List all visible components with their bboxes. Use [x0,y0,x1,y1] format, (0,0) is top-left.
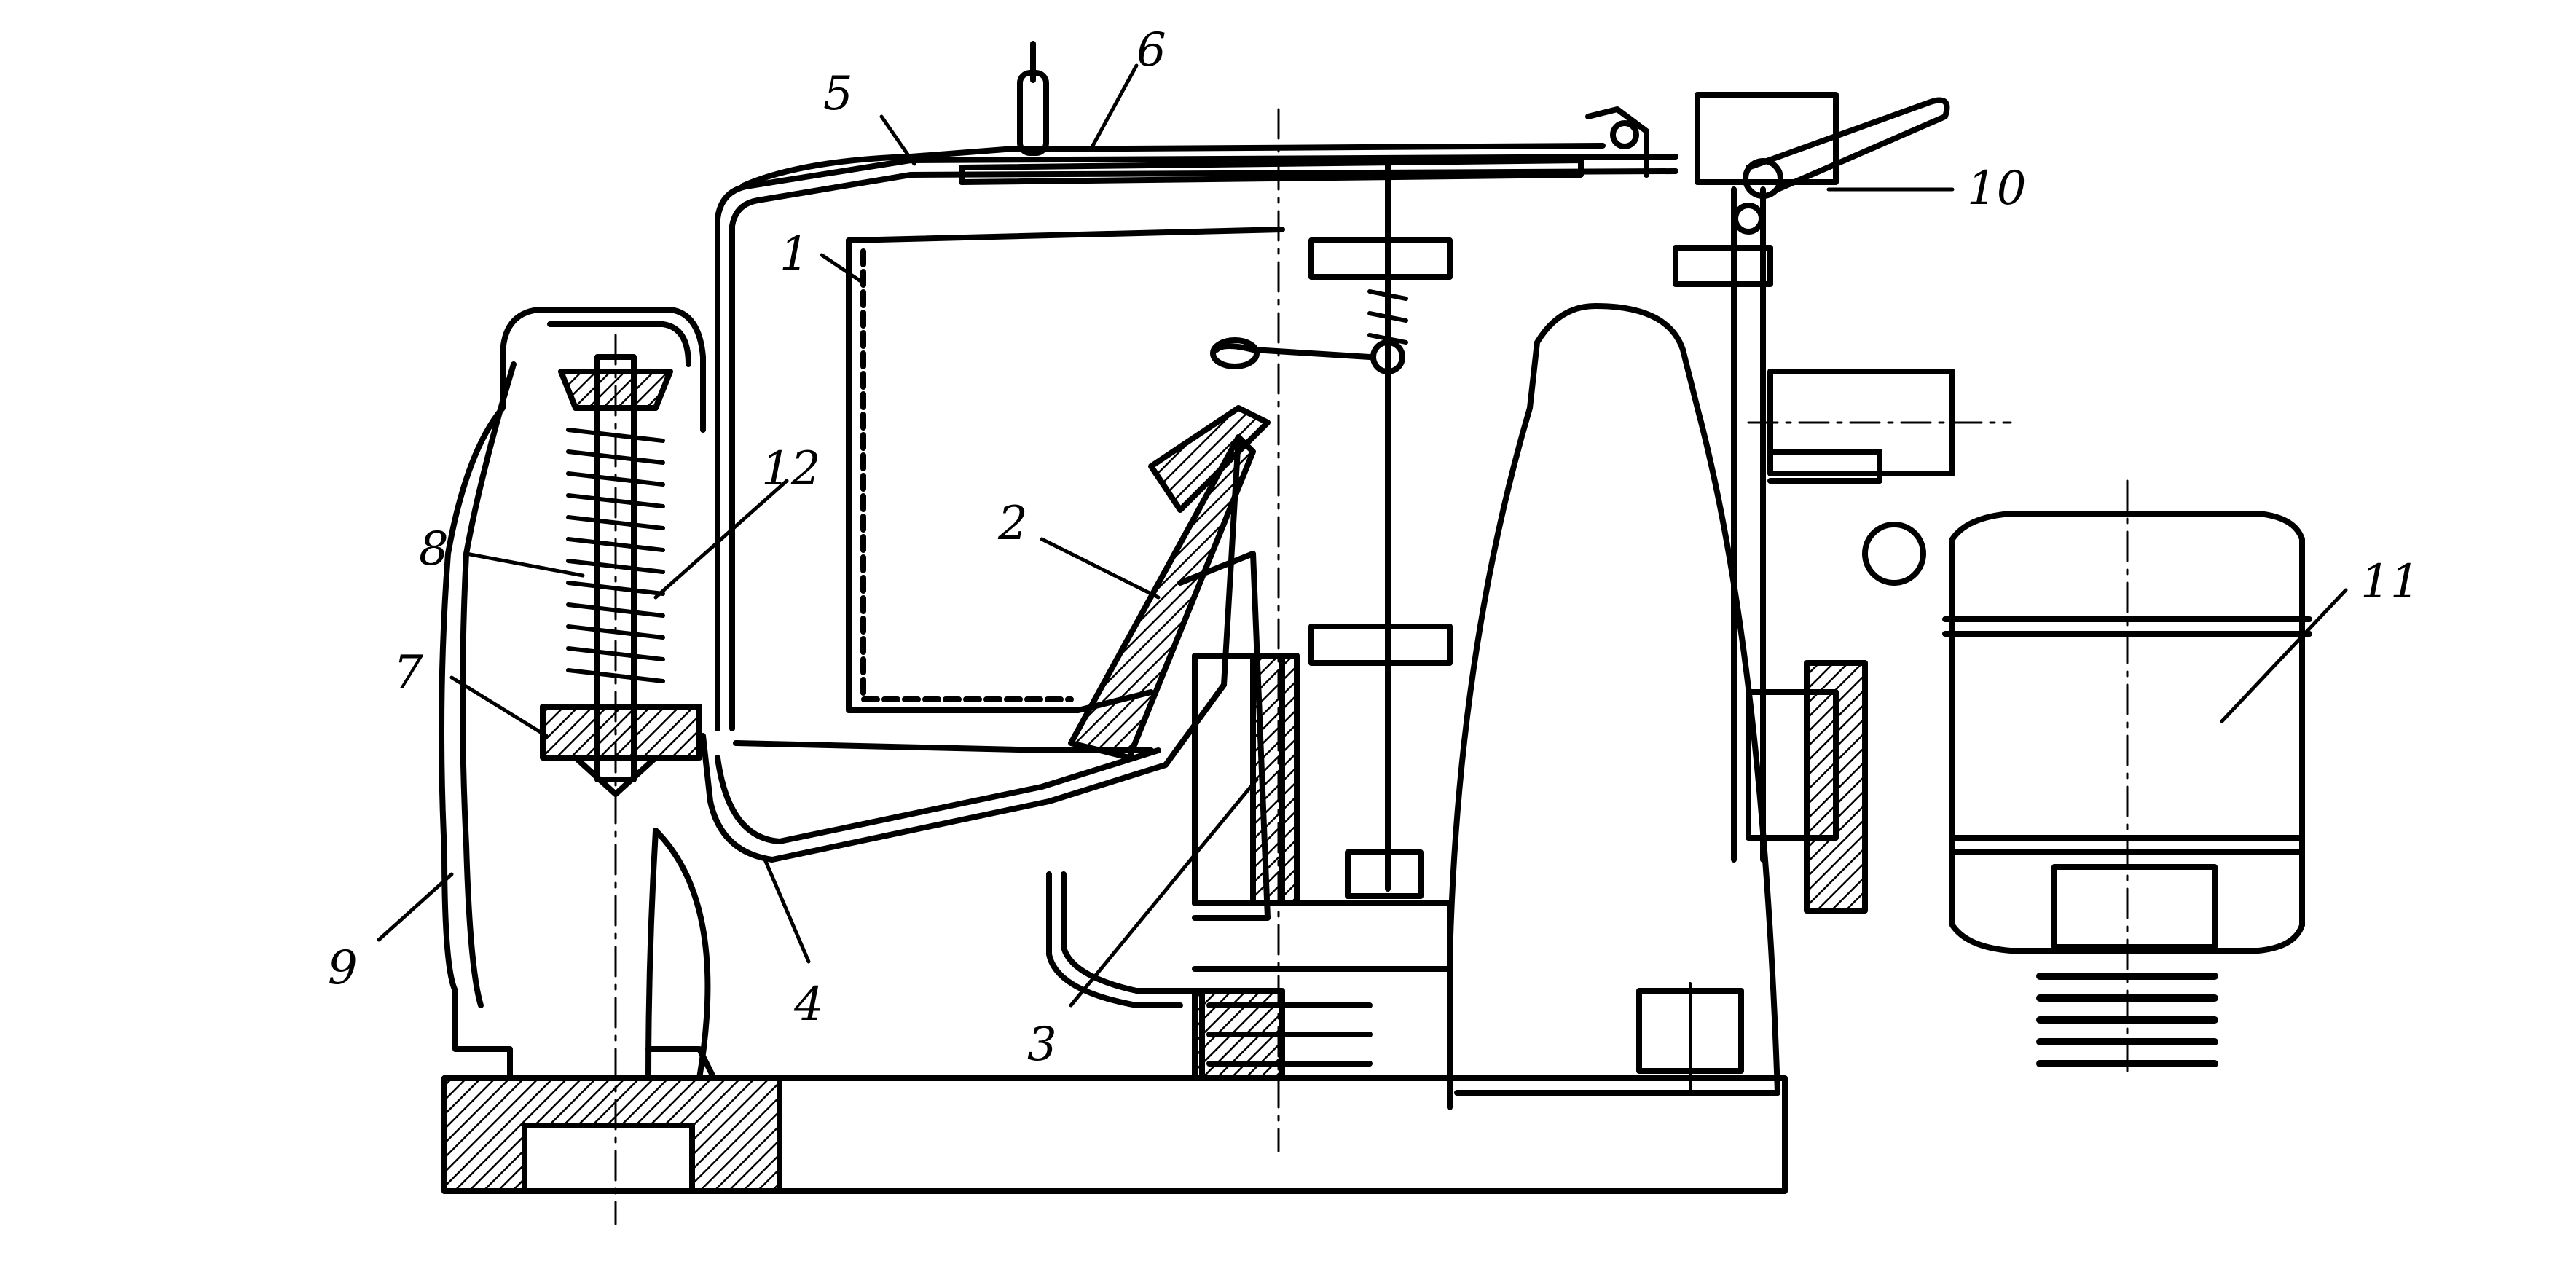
lower-housing-3 [1046,871,1453,1081]
label-6: 6 [1136,23,1166,77]
label-8: 8 [419,522,449,576]
label-11: 11 [2360,555,2419,609]
base-plate [441,1075,1788,1194]
brake-rod [1210,157,1453,899]
label-1: 1 [780,227,809,281]
label-3: 3 [1027,1018,1057,1072]
left-pedestal [478,828,717,1081]
leader-lines [377,63,2348,1008]
label-12: 12 [761,442,820,496]
label-10: 10 [1967,162,2026,216]
lid-5 [740,41,1649,189]
label-5: 5 [823,67,853,121]
label-9: 9 [328,941,358,995]
label-2: 2 [997,497,1028,551]
motor-11 [1942,479,2312,1080]
drum-bottom-4 [700,405,1271,863]
spring-assembly [540,334,702,1225]
label-4: 4 [793,978,824,1032]
upright-column [1447,303,1780,1110]
handle-10 [1673,92,2012,914]
label-7: 7 [393,646,423,700]
part-labels: 1 2 3 4 5 6 7 8 9 10 11 12 [328,23,2419,1072]
